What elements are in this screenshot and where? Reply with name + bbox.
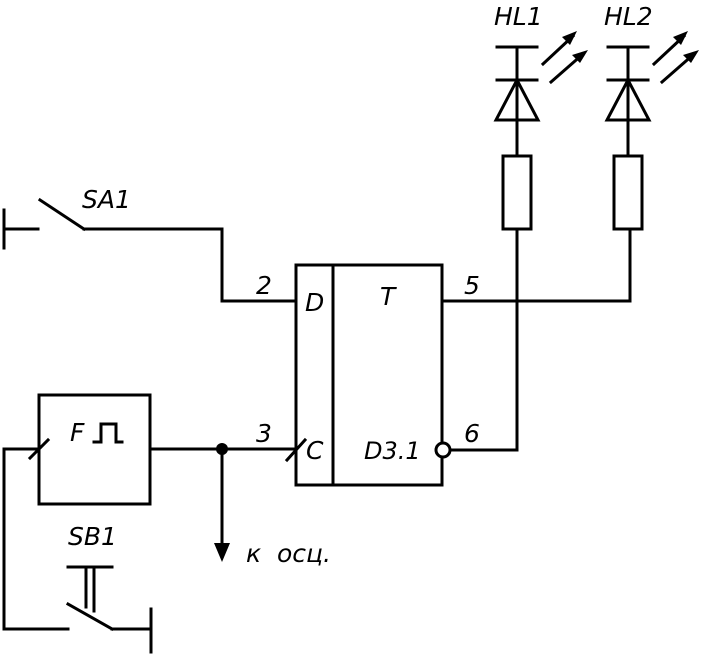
- trigger-d3-1: [284, 263, 452, 487]
- wire-nq-output: [449, 227, 519, 452]
- button-contact: [65, 601, 115, 632]
- label-input-c: C: [306, 436, 324, 465]
- led-triangle: [493, 76, 541, 122]
- arrow-head: [562, 31, 577, 45]
- button-sb1: [2, 447, 153, 654]
- arrow-head: [683, 50, 699, 63]
- label-to-scope: к осц.: [246, 539, 331, 568]
- label-input-d: D: [305, 288, 324, 317]
- led-triangle: [604, 76, 652, 122]
- wire-gen-to-button: [2, 447, 70, 631]
- scope-arrow: [214, 543, 230, 562]
- label-pin-5: 5: [464, 271, 480, 300]
- label-trigger-type: T: [380, 282, 397, 311]
- arrow-head: [572, 50, 588, 63]
- switch-contact: [37, 197, 87, 232]
- label-pin-3: 3: [256, 419, 272, 448]
- arrow-head: [673, 31, 688, 45]
- led-hl1: [493, 31, 588, 122]
- resistor-1: [501, 154, 533, 231]
- led-hl2: [604, 31, 699, 122]
- label-sa1: SA1: [82, 185, 131, 214]
- label-pin-6: 6: [464, 419, 480, 448]
- label-hl1: HL1: [494, 2, 543, 31]
- label-generator: F: [70, 418, 85, 447]
- generator-body: [37, 393, 152, 506]
- wire-sa1-to-d: [82, 227, 298, 303]
- switch-sa1: [2, 197, 298, 303]
- resistor-2: [612, 154, 644, 231]
- label-trigger-ref: D3.1: [364, 437, 421, 465]
- label-pin-2: 2: [256, 271, 272, 300]
- label-hl2: HL2: [604, 2, 653, 31]
- inverted-output-bubble: [434, 441, 452, 459]
- trigger-body: [294, 263, 444, 487]
- pulse-symbol: [92, 422, 124, 444]
- label-sb1: SB1: [68, 522, 117, 551]
- pulse-generator: [27, 393, 152, 506]
